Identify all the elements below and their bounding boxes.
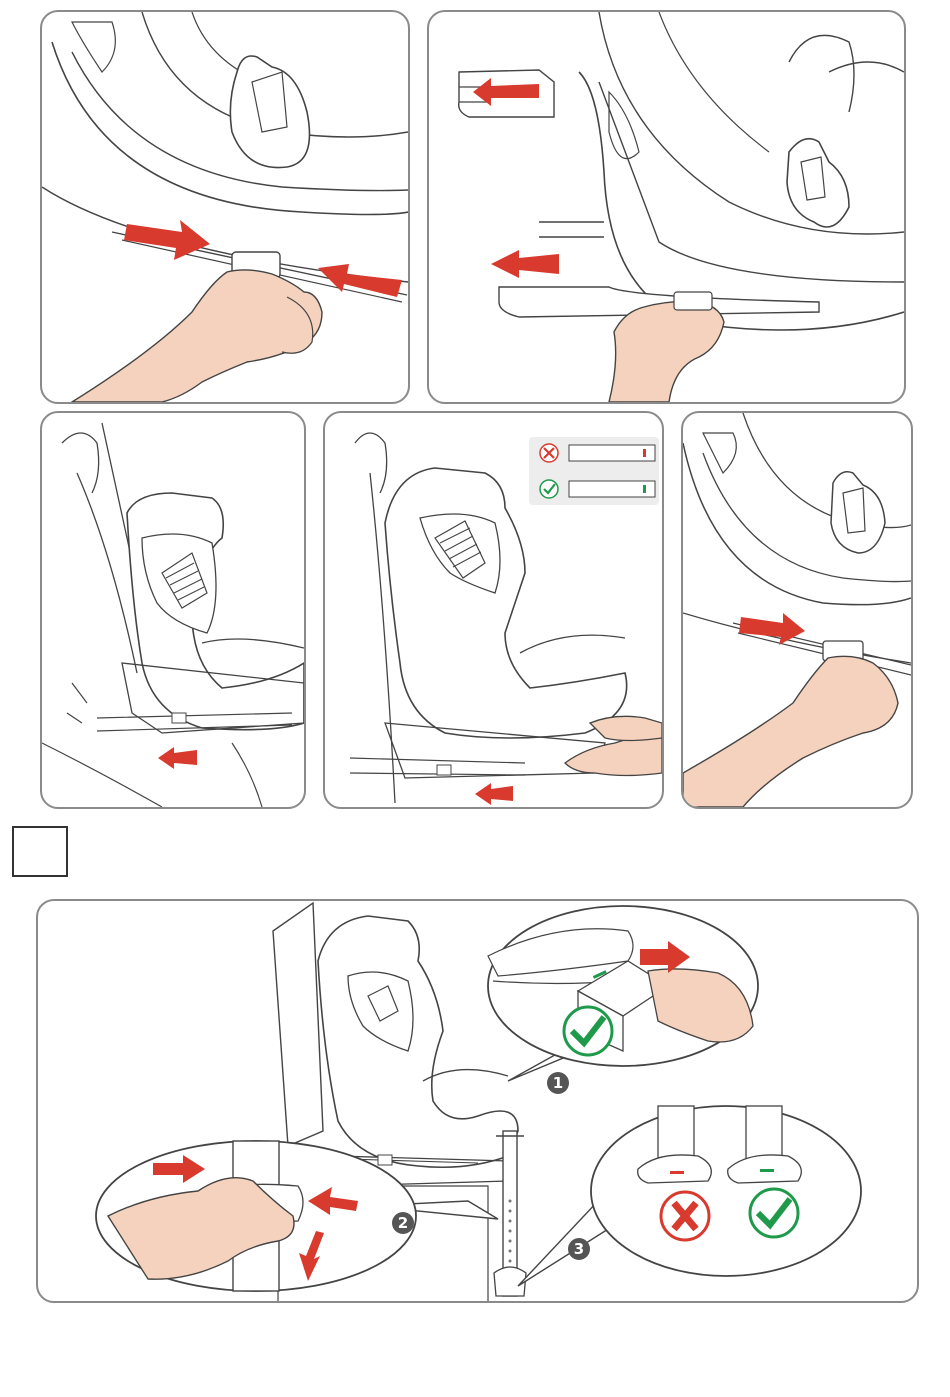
panel-1-illustration — [42, 12, 408, 402]
callout-1: 1 — [488, 906, 758, 1094]
check-circle — [564, 1007, 612, 1055]
arrow-right — [739, 613, 805, 645]
panel-extend-connectors — [427, 10, 906, 404]
check-circle — [750, 1189, 798, 1237]
bottom-illustration: 1 2 — [38, 901, 917, 1301]
panel-4-illustration — [325, 413, 662, 807]
arrow-left — [318, 264, 402, 297]
callout-number-2: 2 — [398, 1214, 408, 1232]
callout-number-3: 3 — [574, 1240, 584, 1258]
callout-number-1: 1 — [553, 1074, 563, 1092]
panel-3-illustration — [42, 413, 304, 807]
indicator-legend — [529, 437, 659, 505]
panel-5-illustration — [683, 413, 911, 807]
arrow-right — [124, 220, 210, 260]
arrow-left — [475, 783, 513, 805]
panel-seat-push-back — [323, 411, 664, 809]
panel-support-leg-install: 1 2 — [36, 899, 919, 1303]
arrow-left — [158, 747, 197, 769]
arrow-left-large — [491, 250, 559, 278]
panel-seat-slide-back — [40, 411, 306, 809]
panel-push-connectors — [40, 10, 410, 404]
panel-push-connector-right — [681, 411, 913, 809]
callout-3: 3 — [518, 1106, 861, 1286]
panel-2-illustration — [429, 12, 904, 402]
step-number-box — [12, 826, 68, 877]
